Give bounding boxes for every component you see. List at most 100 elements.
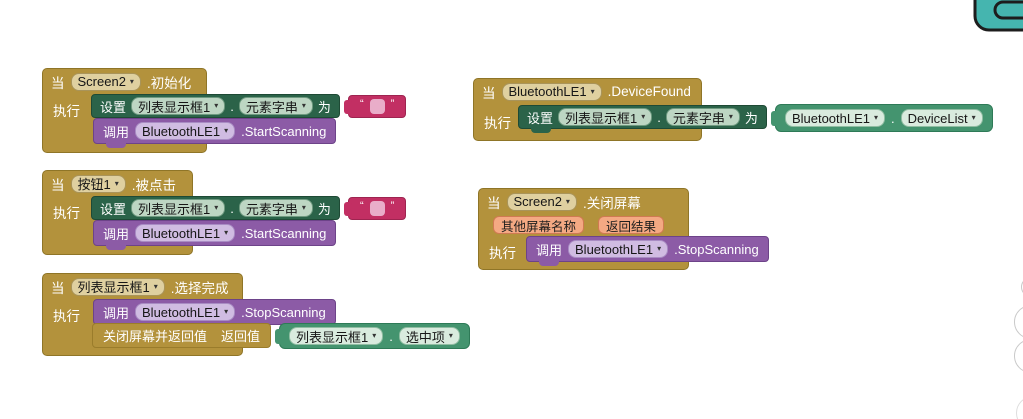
component-dropdown[interactable]: 按钮1 ▾ — [70, 174, 126, 193]
trash-button[interactable] — [1016, 396, 1023, 419]
to-label: 为 — [744, 110, 758, 126]
component-dropdown[interactable]: BluetoothLE1 ▾ — [784, 109, 886, 127]
property-dropdown[interactable]: 选中项 ▾ — [398, 327, 460, 345]
component-dropdown[interactable]: BluetoothLE1 ▾ — [501, 82, 602, 101]
call-label: 调用 — [103, 226, 130, 242]
component-dropdown[interactable]: 列表显示框1 ▾ — [131, 199, 226, 217]
call-label: 调用 — [103, 124, 130, 140]
property-dropdown[interactable]: 元素字串 ▾ — [665, 108, 740, 126]
chevron-down-icon: ▾ — [129, 76, 134, 86]
chevron-down-icon: ▾ — [224, 228, 229, 237]
chevron-down-icon: ▾ — [224, 307, 229, 316]
zoom-out-button[interactable] — [1014, 339, 1023, 373]
component-dropdown[interactable]: 列表显示框1 ▾ — [131, 97, 226, 115]
chevron-down-icon: ▾ — [114, 178, 119, 188]
do-label: 执行 — [53, 206, 80, 221]
property-dropdown[interactable]: 元素字串 ▾ — [238, 97, 313, 115]
event-header: 当 Screen2 ▾ .关闭屏幕 — [479, 189, 649, 214]
chevron-down-icon: ▾ — [372, 331, 377, 340]
call-method-block[interactable]: 调用 BluetoothLE1 ▾ .StartScanning — [93, 220, 337, 250]
property-getter-block[interactable]: BluetoothLE1 ▾ . DeviceList ▾ — [770, 104, 993, 132]
event-parameters: 其他屏幕名称 返回结果 — [493, 216, 665, 234]
event-name: .初始化 — [146, 75, 192, 91]
dot-separator: . — [891, 110, 895, 126]
event-name: .关闭屏幕 — [582, 195, 641, 211]
method-name: .StartScanning — [241, 225, 327, 241]
string-input-field[interactable] — [369, 201, 385, 216]
set-property-block[interactable]: 设置 列表显示框1 ▾ . 元素字串 ▾ 为 — [91, 196, 340, 220]
param-chip-other-screen-name[interactable]: 其他屏幕名称 — [493, 216, 585, 234]
component-dropdown[interactable]: BluetoothLE1 ▾ — [135, 224, 236, 242]
empty-string-block[interactable]: “ ” — [343, 197, 407, 220]
call-label: 调用 — [536, 242, 563, 258]
string-input-field[interactable] — [369, 99, 385, 114]
set-label: 设置 — [100, 201, 127, 217]
event-block-ble-devicefound[interactable]: 当 BluetoothLE1 ▾ .DeviceFound 执行 设置 列表显示… — [473, 78, 993, 141]
call-method-block[interactable]: 调用 BluetoothLE1 ▾ .StartScanning — [93, 118, 337, 148]
chevron-down-icon: ▾ — [224, 126, 229, 135]
event-block-screen2-initialize[interactable]: 当 Screen2 ▾ .初始化 执行 设置 列表显示框1 ▾ . 元素字串 ▾… — [42, 68, 407, 153]
chevron-down-icon: ▾ — [448, 331, 453, 340]
call-method-block[interactable]: 调用 BluetoothLE1 ▾ .StopScanning — [526, 236, 769, 266]
event-block-screen2-otherscreenclosed[interactable]: 当 Screen2 ▾ .关闭屏幕 其他屏幕名称 返回结果 执行 调用 Blue… — [478, 188, 769, 270]
chevron-down-icon: ▾ — [301, 101, 306, 110]
open-quote: “ — [359, 98, 364, 110]
component-dropdown[interactable]: Screen2 ▾ — [70, 72, 141, 91]
dot-separator: . — [230, 200, 234, 216]
event-name: .DeviceFound — [607, 84, 691, 99]
close-screen-with-value-block[interactable]: 关闭屏幕并返回值 返回值 — [92, 323, 272, 348]
event-header: 当 按钮1 ▾ .被点击 — [43, 171, 184, 196]
event-header: 当 列表显示框1 ▾ .选择完成 — [43, 274, 237, 299]
do-label: 执行 — [484, 116, 511, 131]
chevron-down-icon: ▾ — [153, 281, 158, 291]
chevron-down-icon: ▾ — [214, 101, 219, 110]
component-dropdown[interactable]: BluetoothLE1 ▾ — [135, 303, 236, 321]
method-name: .StopScanning — [674, 241, 759, 257]
do-label: 执行 — [53, 104, 80, 119]
property-dropdown[interactable]: 元素字串 ▾ — [238, 199, 313, 217]
event-block-listview-afterpicking[interactable]: 当 列表显示框1 ▾ .选择完成 执行 调用 BluetoothLE1 ▾ .S… — [42, 273, 470, 356]
component-dropdown[interactable]: BluetoothLE1 ▾ — [135, 122, 236, 140]
event-name: .选择完成 — [170, 280, 229, 296]
set-property-block[interactable]: 设置 列表显示框1 ▾ . 元素字串 ▾ 为 — [91, 94, 340, 118]
method-name: .StopScanning — [241, 304, 326, 320]
chevron-down-icon: ▾ — [641, 112, 646, 121]
chevron-down-icon: ▾ — [657, 244, 662, 253]
chevron-down-icon: ▾ — [874, 113, 879, 122]
property-dropdown[interactable]: DeviceList ▾ — [900, 109, 983, 127]
when-label: 当 — [51, 177, 65, 193]
empty-string-block[interactable]: “ ” — [343, 95, 407, 118]
method-name: .StartScanning — [241, 123, 327, 139]
set-label: 设置 — [527, 110, 554, 126]
close-quote: ” — [390, 98, 395, 110]
backpack-icon[interactable] — [965, 0, 1023, 34]
to-label: 为 — [317, 201, 331, 217]
dot-separator: . — [657, 109, 661, 125]
component-dropdown[interactable]: BluetoothLE1 ▾ — [568, 240, 669, 258]
component-dropdown[interactable]: 列表显示框1 ▾ — [289, 327, 384, 345]
do-label: 执行 — [489, 246, 516, 261]
call-method-block[interactable]: 调用 BluetoothLE1 ▾ .StopScanning — [93, 299, 336, 325]
to-label: 为 — [317, 99, 331, 115]
chevron-down-icon: ▾ — [590, 86, 595, 96]
event-block-button1-click[interactable]: 当 按钮1 ▾ .被点击 执行 设置 列表显示框1 ▾ . 元素字串 ▾ 为 — [42, 170, 407, 255]
event-header: 当 BluetoothLE1 ▾ .DeviceFound — [474, 79, 699, 104]
when-label: 当 — [51, 280, 65, 296]
component-dropdown[interactable]: 列表显示框1 ▾ — [558, 108, 653, 126]
component-dropdown[interactable]: 列表显示框1 ▾ — [70, 277, 165, 296]
chevron-down-icon: ▾ — [728, 112, 733, 121]
event-header: 当 Screen2 ▾ .初始化 — [43, 69, 199, 94]
when-label: 当 — [487, 195, 501, 211]
chevron-down-icon: ▾ — [971, 113, 976, 122]
zoom-in-button[interactable] — [1014, 305, 1023, 339]
component-dropdown[interactable]: Screen2 ▾ — [506, 192, 577, 211]
dot-separator: . — [230, 98, 234, 114]
chevron-down-icon: ▾ — [301, 203, 306, 212]
set-property-block[interactable]: 设置 列表显示框1 ▾ . 元素字串 ▾ 为 — [518, 105, 767, 133]
property-getter-block[interactable]: 列表显示框1 ▾ . 选中项 ▾ — [275, 323, 470, 349]
when-label: 当 — [51, 75, 65, 91]
return-value-label: 返回值 — [221, 329, 261, 344]
param-chip-result[interactable]: 返回结果 — [598, 216, 665, 234]
open-quote: “ — [359, 200, 364, 212]
